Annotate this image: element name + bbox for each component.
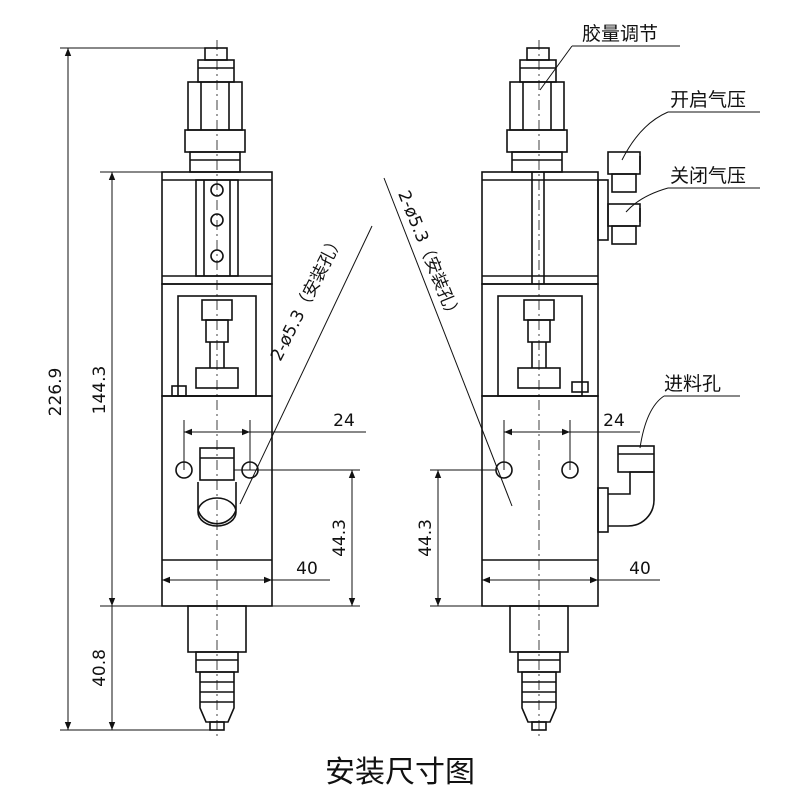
right-lower-body (481, 395, 599, 607)
left-view (161, 40, 273, 740)
right-view (481, 40, 655, 740)
right-frame (481, 283, 599, 397)
left-nozzle (187, 605, 247, 731)
left-dimensions (60, 47, 373, 731)
callout-glue-adjust: 胶量调节 (582, 23, 658, 45)
right-cylinder-block (481, 171, 599, 285)
dim-width-left: 40 (296, 559, 318, 579)
dim-lower-height-right: 44.3 (416, 519, 436, 557)
dim-lower-height-left: 44.3 (330, 519, 350, 557)
callout-close-air: 关闭气压 (670, 165, 746, 187)
hole-note-right: 2-ø5.3（安装孔） (393, 188, 464, 325)
left-adjust-knob (184, 47, 246, 173)
dim-width-right: 40 (629, 559, 651, 579)
callout-feed-port: 进料孔 (664, 373, 721, 395)
right-feed-port (597, 445, 655, 533)
callout-open-air: 开启气压 (670, 89, 746, 111)
drawing-title: 安装尺寸图 (325, 755, 475, 790)
dim-total-height: 226.9 (46, 368, 66, 417)
dim-hole-spacing-right: 24 (603, 411, 625, 431)
dim-body-height: 144.3 (90, 366, 110, 415)
hole-note-left: 2-ø5.3（安装孔） (267, 231, 348, 364)
right-air-fittings (597, 151, 641, 245)
dim-nozzle-length: 40.8 (90, 649, 110, 687)
dim-hole-spacing-left: 24 (333, 411, 355, 431)
right-dimensions (383, 45, 760, 607)
right-adjust-knob (506, 47, 568, 173)
